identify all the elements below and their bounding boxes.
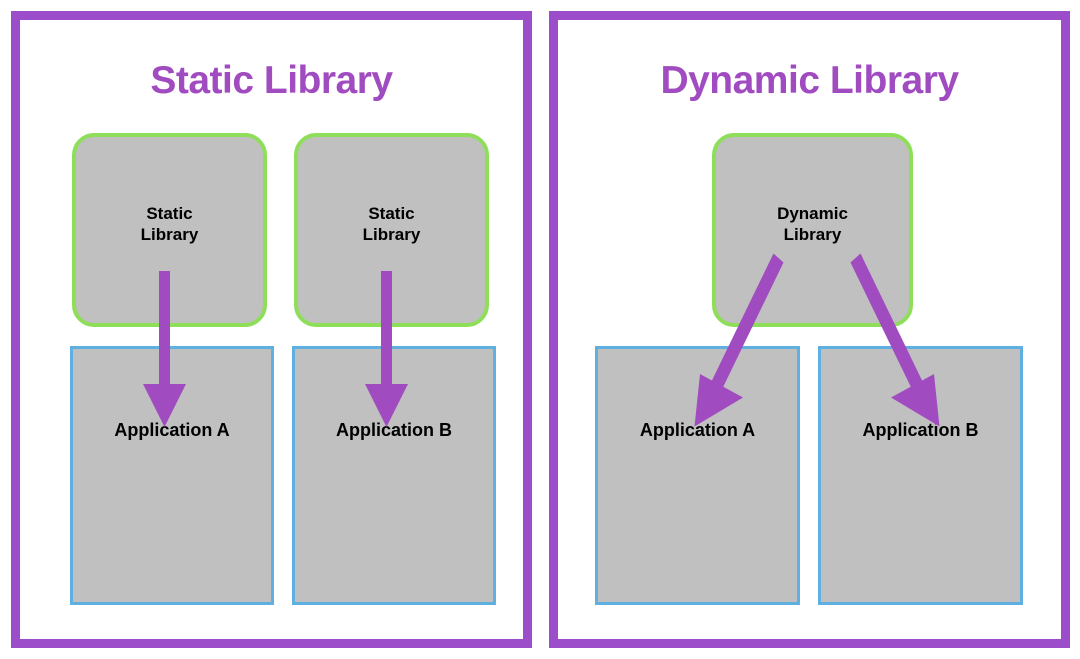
application-a-box-dynamic: Application A: [595, 346, 800, 605]
static-library-box-2: Static Library: [294, 133, 489, 327]
application-b-box-dynamic: Application B: [818, 346, 1023, 605]
dynamic-library-box: Dynamic Library: [712, 133, 913, 327]
static-library-label-1-line1: Static: [146, 203, 193, 223]
panel-dynamic-library: Dynamic Library Dynamic Library Applicat…: [549, 11, 1070, 648]
static-library-box-1: Static Library: [72, 133, 267, 327]
dynamic-library-label-line1: Dynamic: [777, 203, 848, 223]
dynamic-library-label-line2: Library: [783, 225, 842, 244]
application-a-box-static: Application A: [70, 346, 274, 605]
application-b-label-dynamic: Application B: [862, 420, 979, 440]
static-library-label-1: Static Library: [141, 203, 199, 246]
application-a-label-static: Application A: [114, 420, 230, 440]
panel-static-library: Static Library Static Library Static Lib…: [11, 11, 532, 648]
panel-title-dynamic: Dynamic Library: [660, 59, 959, 102]
static-library-label-2: Static Library: [363, 203, 421, 246]
panel-title-static: Static Library: [150, 59, 393, 102]
dynamic-library-label: Dynamic Library: [777, 203, 848, 246]
static-library-label-2-line1: Static: [368, 203, 415, 223]
application-b-label-static: Application B: [336, 420, 452, 440]
static-library-label-2-line2: Library: [362, 225, 421, 244]
application-b-box-static: Application B: [292, 346, 496, 605]
application-a-label-dynamic: Application A: [639, 420, 756, 440]
static-library-label-1-line2: Library: [140, 225, 199, 244]
